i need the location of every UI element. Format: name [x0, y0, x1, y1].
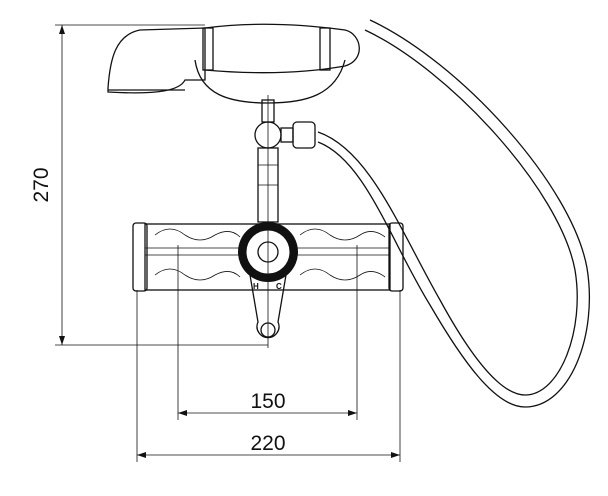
riser-pipe [254, 99, 316, 223]
outer-width-label: 220 [250, 432, 285, 455]
cold-label: C [276, 282, 282, 291]
height-dimension: 270 [30, 24, 268, 346]
inner-width-label: 150 [250, 390, 285, 413]
hot-label: H [253, 282, 259, 291]
outer-width-dimension: 220 [136, 290, 401, 462]
height-dimension-label: 270 [30, 167, 53, 202]
hand-shower [107, 23, 360, 94]
shower-cradle [194, 59, 346, 104]
inner-width-dimension: 150 [177, 245, 358, 420]
